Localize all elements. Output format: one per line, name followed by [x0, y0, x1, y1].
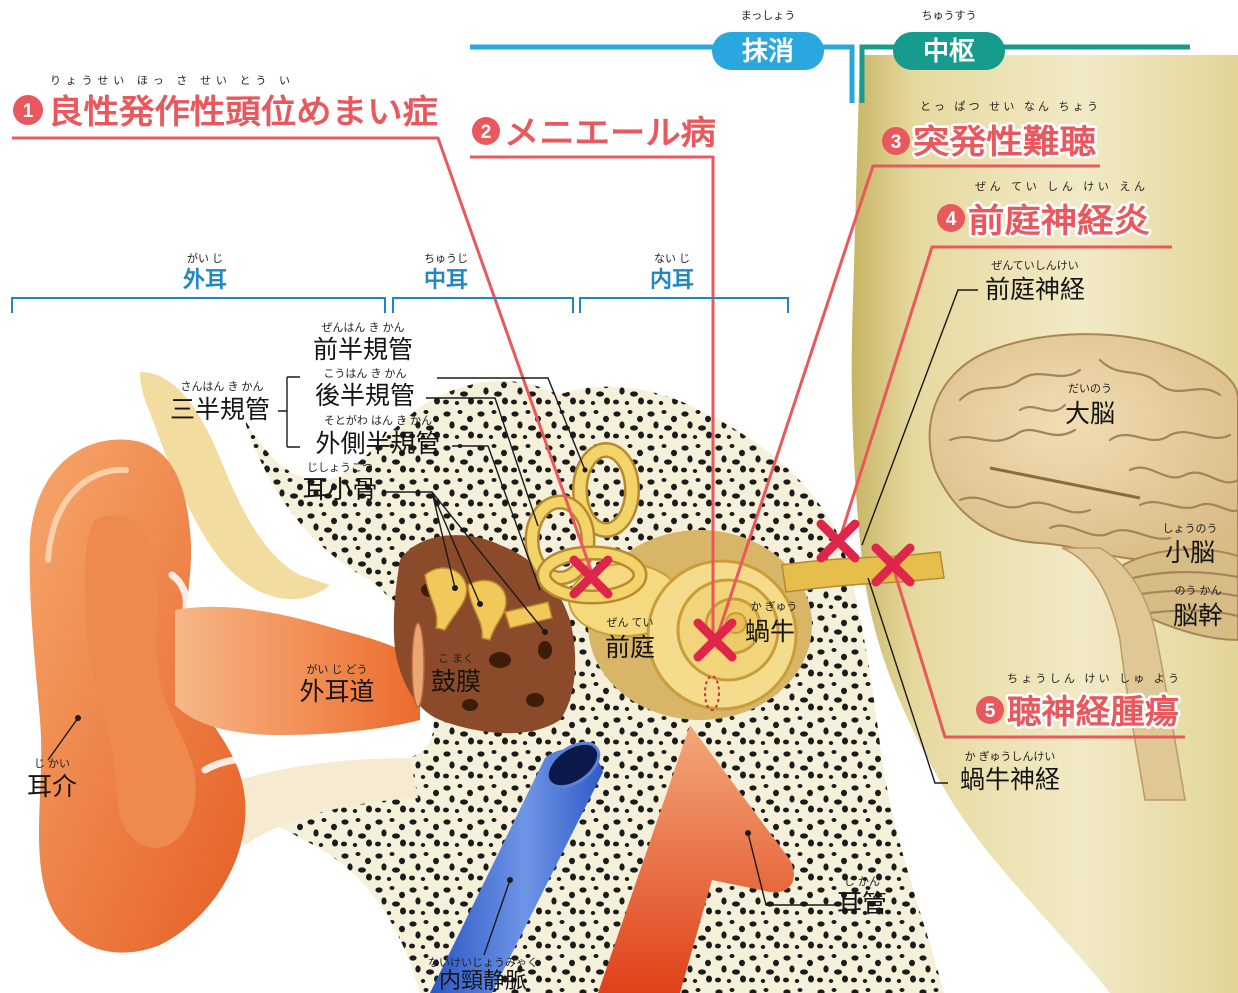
posterior-canal-label: 後半規管: [315, 382, 415, 410]
ear-canal-ruby: がい じ どう: [306, 662, 367, 676]
peripheral-ruby: まっしょう: [741, 9, 796, 22]
cerebrum-ruby: だいのう: [1068, 382, 1112, 395]
cochlea-label: 蝸牛: [745, 618, 795, 646]
outer-ear-label: 外耳: [183, 267, 227, 292]
vestibule-label: 前庭: [605, 634, 655, 662]
brainstem-label: 脳幹: [1173, 602, 1223, 630]
posterior-canal-ruby: こうはん き かん: [323, 367, 406, 380]
ossicles-ruby: じしょうこつ: [307, 461, 373, 474]
eustachian-tube-label: 耳管: [837, 890, 887, 918]
outer-ear-bracket: [12, 298, 385, 313]
cerebellum-label: 小脳: [1165, 539, 1215, 567]
outer-ear-ruby: がい じ: [187, 251, 223, 265]
disease-1-name: 良性発作性頭位めまい症: [48, 93, 438, 130]
ossicles-label: 耳小骨: [302, 476, 377, 504]
cochlea-ruby: か ぎゅう: [751, 599, 798, 613]
disease-1-ruby: りょうせい ほっ さ せい とう い: [50, 74, 290, 87]
anterior-canal-label: 前半規管: [313, 336, 413, 364]
middle-ear-ruby: ちゅうじ: [424, 252, 468, 265]
vestibule-ruby: ぜん てい: [606, 616, 653, 629]
mastoid-cell: [526, 693, 544, 707]
peripheral-label: 抹消: [742, 36, 794, 66]
leader-dot: [542, 629, 548, 635]
mastoid-cell: [489, 652, 511, 668]
cochlear-nerve-label: 蝸牛神経: [960, 766, 1060, 794]
brainstem-ruby: のう かん: [1174, 584, 1221, 597]
auricle-ruby: じ かい: [34, 757, 70, 770]
disease-2-name: メニエール病: [504, 114, 716, 151]
disease-4-number: 4: [946, 209, 957, 230]
disease-4-name: 前庭神経炎: [968, 202, 1150, 239]
vestibular-nerve-label: 前庭神経: [985, 276, 1085, 304]
eustachian-tube-ruby: じ かん: [844, 875, 880, 888]
middle-ear-bracket: [393, 298, 573, 313]
semicircular-canals-bracket: [278, 377, 300, 447]
inner-ear-bracket: [580, 298, 788, 313]
disease-3-name: 突発性難聴: [913, 123, 1096, 160]
eardrum-label: 鼓膜: [431, 668, 481, 696]
inner-ear-label: 内耳: [650, 267, 694, 292]
anterior-canal-ruby: ぜんはん き かん: [321, 321, 404, 334]
ear-canal-label: 外耳道: [299, 678, 374, 706]
middle-ear-label: 中耳: [424, 267, 468, 292]
lateral-canal-label: 外側半規管: [315, 430, 440, 458]
semicircular-canals-ruby: さんはん き かん: [180, 380, 263, 393]
mastoid-cell: [462, 699, 478, 711]
jugular-vein-label: 内頸静脈: [439, 968, 527, 993]
mastoid-cell: [538, 641, 552, 659]
leader-dot: [745, 830, 751, 836]
auricle-label: 耳介: [27, 773, 77, 801]
cerebellum-ruby: しょうのう: [1163, 522, 1218, 535]
lateral-canal-ruby: そとがわ はん き かん: [324, 413, 432, 427]
eardrum-ruby: こ まく: [438, 652, 474, 665]
semicircular-canals-label: 三半規管: [170, 396, 270, 424]
disease-5-name: 聴神経腫瘍: [1007, 693, 1179, 730]
leader-dot: [583, 468, 588, 473]
disease-2-number: 2: [481, 122, 492, 143]
cerebrum-label: 大脳: [1065, 400, 1115, 428]
disease-1-number: 1: [23, 101, 34, 122]
inner-ear-ruby: ない じ: [654, 252, 690, 265]
leader-dot: [477, 601, 483, 607]
eardrum-shape: [412, 623, 424, 707]
leader-dot: [452, 585, 458, 591]
leader-dot: [75, 715, 81, 721]
disease-5-number: 5: [985, 701, 996, 722]
ear-canal-shape: [175, 607, 420, 735]
vestibular-nerve-ruby: ぜんていしんけい: [991, 259, 1078, 272]
central-ruby: ちゅうすう: [922, 9, 977, 22]
leader-dot: [507, 877, 513, 883]
cochlear-nerve-ruby: か ぎゅうしんけい: [965, 749, 1056, 763]
disease-3-number: 3: [891, 132, 902, 153]
central-label: 中枢: [923, 36, 975, 66]
